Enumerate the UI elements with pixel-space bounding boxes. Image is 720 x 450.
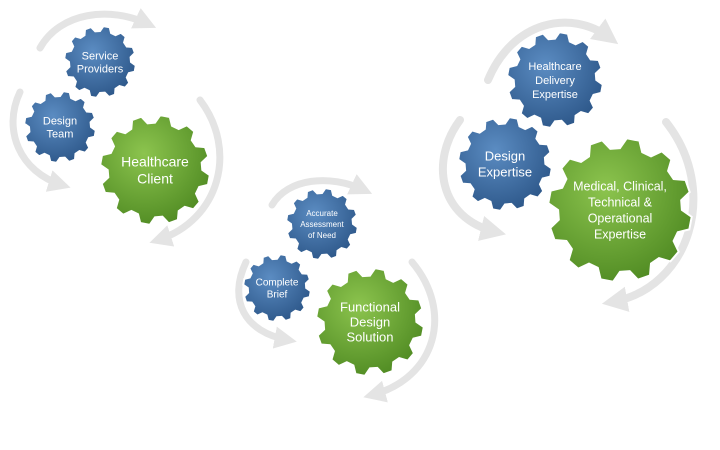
blue-gear-icon [242,253,312,323]
cycle-arrow-icon [9,88,71,192]
blue-gear-icon [63,25,137,99]
cycle-arrows [9,8,698,403]
cycle-arrow-icon [149,96,224,247]
blue-gear-icon [23,90,97,164]
cycle-arrow-icon [235,258,297,349]
green-gear-icon [315,267,425,377]
cycle-arrow-icon [484,18,619,84]
cycle-arrow-icon [268,174,373,209]
green-gear-icon [547,137,693,283]
green-gear-icon [99,114,211,226]
cycle-arrow-icon [601,118,698,312]
blue-gear-icon [506,31,604,129]
blue-gear-icon [457,116,553,212]
cycle-arrow-icon [36,8,157,52]
cycle-arrow-icon [363,258,439,403]
gear-label: Medical, Clinical,Technical &Operational… [573,179,667,241]
cycle-arrow-icon [438,116,506,241]
blue-gear-icon [285,187,359,261]
gear-medical-clinical-expertise: Medical, Clinical,Technical &Operational… [547,137,693,283]
